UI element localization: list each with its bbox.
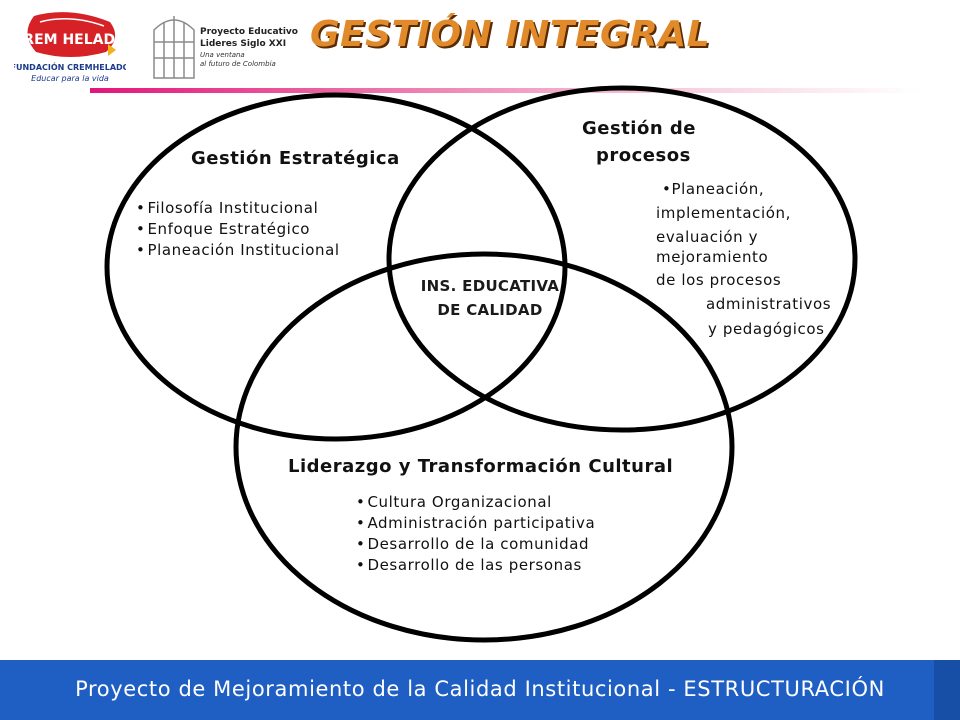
footer-text: Proyecto de Mejoramiento de la Calidad I…	[75, 677, 885, 701]
processes-text-line: implementación,	[656, 204, 791, 222]
strategic-heading: Gestión Estratégica	[191, 148, 400, 169]
list-item: Filosofía Institucional	[136, 198, 340, 219]
logo2-line2: Lideres Siglo XXI	[200, 39, 286, 49]
window-icon	[153, 16, 195, 79]
processes-text-line: de los procesos	[656, 271, 782, 289]
processes-heading-line2: procesos	[596, 145, 691, 166]
center-label: INS. EDUCATIVA DE CALIDAD	[395, 274, 585, 322]
list-item: Planeación Institucional	[136, 240, 340, 261]
page-title: GESTIÓN INTEGRAL	[310, 14, 711, 55]
logo2-line4: al futuro de Colombia	[200, 60, 276, 68]
strategic-list: Filosofía Institucional Enfoque Estratég…	[136, 198, 340, 261]
circle-leadership	[233, 251, 735, 643]
list-item: Desarrollo de las personas	[356, 555, 595, 576]
venn-diagram	[104, 85, 858, 643]
list-item: Desarrollo de la comunidad	[356, 534, 595, 555]
footer-edge	[934, 660, 960, 720]
processes-heading-line1: Gestión de	[582, 118, 697, 139]
list-item: Administración participativa	[356, 513, 595, 534]
circle-strategic	[104, 92, 568, 442]
proyecto-educativo-logo: Proyecto Educativo Lideres Siglo XXI Una…	[150, 12, 300, 82]
list-item: Cultura Organizacional	[356, 492, 595, 513]
logo2-line1: Proyecto Educativo	[200, 27, 298, 37]
processes-text-line: •Planeación,	[662, 180, 765, 198]
footer-bar: Proyecto de Mejoramiento de la Calidad I…	[0, 660, 960, 720]
processes-text-line: mejoramiento	[656, 248, 769, 266]
processes-text-line: y pedagógicos	[708, 320, 825, 338]
processes-text-line: administrativos	[706, 295, 832, 313]
leadership-heading: Liderazgo y Transformación Cultural	[288, 456, 674, 477]
logo-tagline-text: Educar para la vida	[31, 74, 109, 83]
cremhelado-logo: CREM HELADO FUNDACIÓN CREMHELADO Educar …	[11, 8, 130, 86]
leadership-list: Cultura Organizacional Administración pa…	[356, 492, 595, 576]
processes-text-line: evaluación y	[656, 228, 759, 246]
logo2-line3: Una ventana	[200, 51, 245, 59]
accent-divider	[90, 88, 920, 93]
logo-org-text: FUNDACIÓN CREMHELADO	[14, 61, 126, 72]
center-label-line2: DE CALIDAD	[437, 301, 543, 319]
center-label-line1: INS. EDUCATIVA	[420, 277, 560, 295]
logo-brand-text: CREM HELADO	[14, 32, 126, 48]
list-item: Enfoque Estratégico	[136, 219, 340, 240]
circle-processes	[386, 85, 858, 433]
